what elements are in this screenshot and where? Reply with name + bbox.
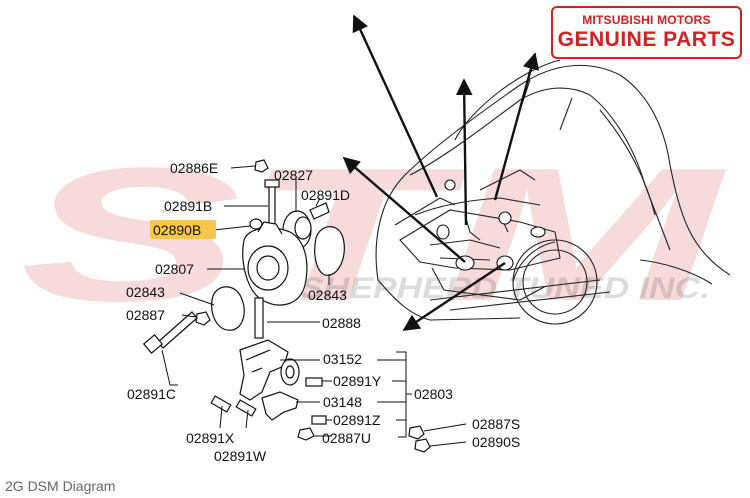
mount-assembly [142,159,431,453]
label-02843-left: 02843 [126,284,165,300]
label-02890B: 02890B [153,222,201,238]
logo-line-1: MITSUBISHI MOTORS [582,13,711,27]
label-02891W: 02891W [214,448,267,464]
watermark-logo: STM SHEPHERD TUNED INC. [20,129,727,341]
label-02890S: 02890S [472,434,520,450]
label-02887: 02887 [126,307,165,323]
label-02803: 02803 [414,386,453,402]
car-mount-points [436,179,546,271]
watermark-subtext: SHEPHERD TUNED INC. [300,272,710,305]
mitsubishi-genuine-parts-logo: MITSUBISHI MOTORS GENUINE PARTS [551,6,742,59]
label-02843-right: 02843 [308,287,347,303]
label-02891Z: 02891Z [333,412,381,428]
highlight-02890B [150,220,216,239]
label-02886E: 02886E [170,160,218,176]
label-03148: 03148 [323,394,362,410]
label-02827: 02827 [274,167,313,183]
label-02807: 02807 [155,261,194,277]
part-labels: 02886E 02827 02891D 02891B 02890B 02807 … [126,160,520,464]
label-03152: 03152 [323,351,362,367]
watermark-text: STM [20,129,727,341]
label-02887U: 02887U [322,430,371,446]
label-02891D: 02891D [301,187,350,203]
label-02887S: 02887S [472,416,520,432]
label-02891X: 02891X [186,430,235,446]
logo-line-2: GENUINE PARTS [557,28,736,51]
label-02888: 02888 [322,315,361,331]
label-02891B: 02891B [164,198,212,214]
label-02891Y: 02891Y [333,373,382,389]
diagram-caption: 2G DSM Diagram [5,478,116,494]
label-02891C: 02891C [127,386,176,402]
leader-lines [161,165,467,447]
pointer-arrows [342,14,540,331]
